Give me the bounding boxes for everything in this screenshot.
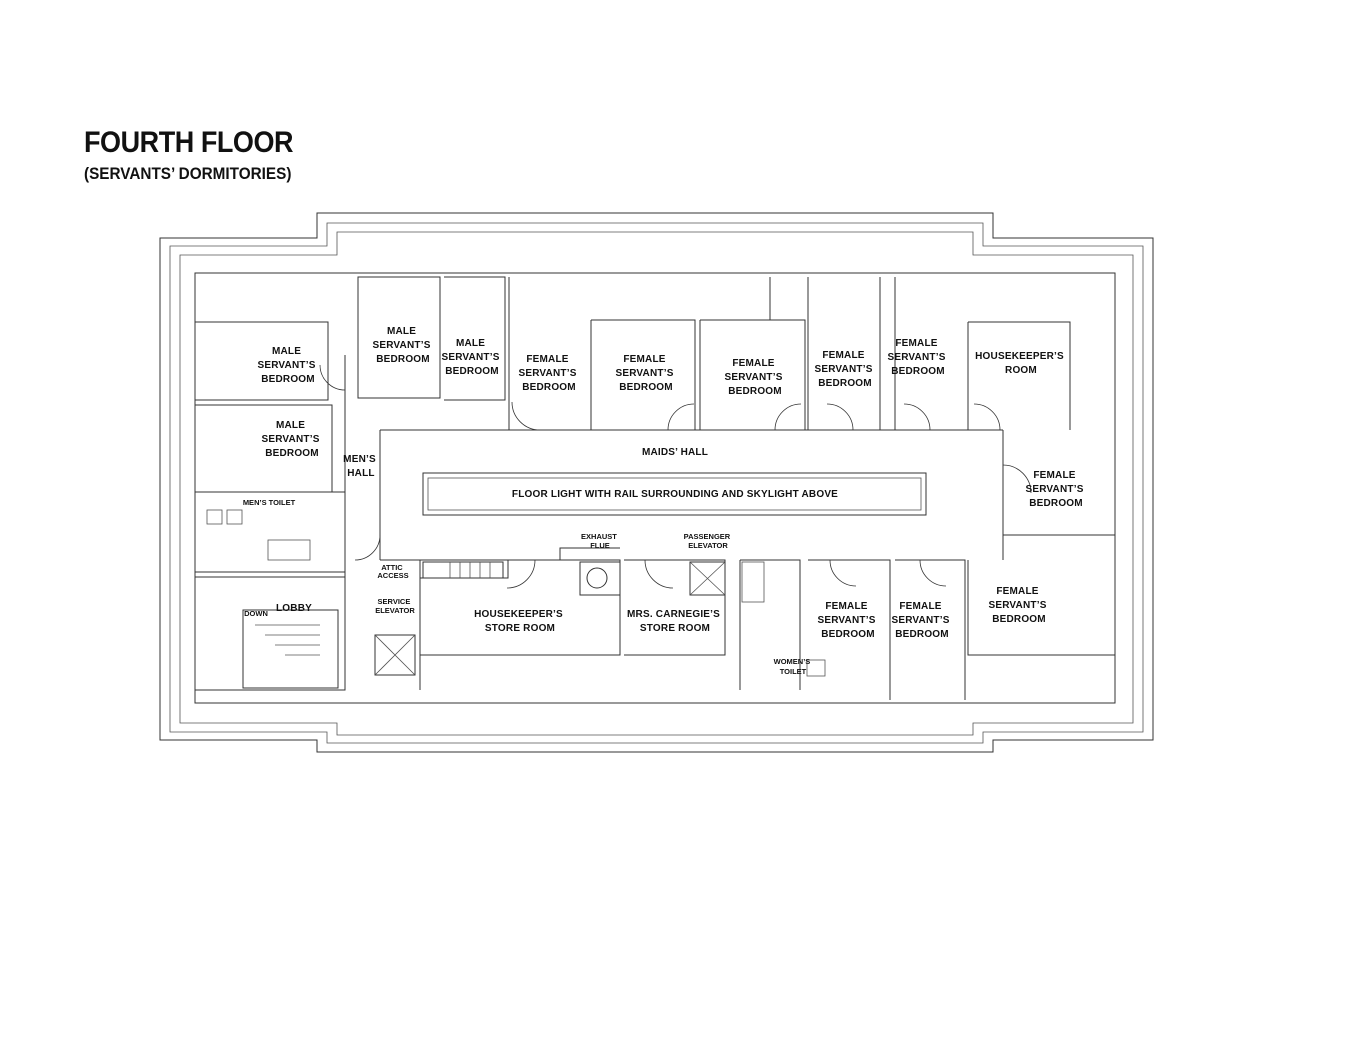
doors	[319, 364, 1032, 589]
label-floor-light: FLOOR LIGHT WITH RAIL SURROUNDING AND SK…	[512, 489, 838, 500]
label-male-bedroom-4: MALE SERVANT’S BEDROOM	[441, 338, 502, 377]
fixtures	[206, 509, 826, 689]
label-maids-hall: MAIDS’ HALL	[642, 447, 708, 458]
label-womens-toilet: WOMEN’S TOILET	[774, 657, 813, 676]
label-carnegie-store-room: MRS. CARNEGIE’S STORE ROOM	[627, 609, 723, 634]
label-female-bedroom-5: FEMALE SERVANT’S BEDROOM	[887, 338, 948, 377]
label-female-bedroom-7: FEMALE SERVANT’S BEDROOM	[988, 586, 1049, 625]
label-down: DOWN	[244, 609, 268, 618]
label-passenger-elevator: PASSENGER ELEVATOR	[684, 532, 733, 550]
label-male-bedroom-3: MALE SERVANT’S BEDROOM	[372, 326, 433, 365]
label-male-bedroom-1: MALE SERVANT’S BEDROOM	[257, 346, 318, 385]
room-labels: MALE SERVANT’S BEDROOM MALE SERVANT’S BE…	[243, 326, 1086, 676]
label-housekeepers-room: HOUSEKEEPER’S ROOM	[975, 351, 1067, 376]
label-exhaust-flue: EXHAUST FLUE	[581, 532, 619, 550]
exterior-walls	[159, 212, 1154, 753]
label-housekeepers-store-room: HOUSEKEEPER’S STORE ROOM	[474, 609, 566, 634]
label-female-bedroom-1: FEMALE SERVANT’S BEDROOM	[518, 354, 579, 393]
label-mens-toilet: MEN’S TOILET	[243, 498, 296, 507]
label-female-bedroom-9: FEMALE SERVANT’S BEDROOM	[891, 601, 952, 640]
floor-light	[422, 472, 927, 516]
label-female-bedroom-4: FEMALE SERVANT’S BEDROOM	[814, 350, 875, 389]
label-female-bedroom-2: FEMALE SERVANT’S BEDROOM	[615, 354, 676, 393]
label-female-bedroom-3: FEMALE SERVANT’S BEDROOM	[724, 358, 785, 397]
label-female-bedroom-8: FEMALE SERVANT’S BEDROOM	[817, 601, 878, 640]
label-attic-access: ATTIC ACCESS	[377, 563, 408, 580]
label-lobby: LOBBY	[276, 603, 312, 614]
label-mens-hall: MEN’S HALL	[343, 454, 379, 479]
page-subtitle: (SERVANTS’ DORMITORIES)	[84, 164, 292, 183]
page-title: FOURTH FLOOR	[84, 126, 294, 159]
label-male-bedroom-2: MALE SERVANT’S BEDROOM	[261, 420, 322, 459]
label-service-elevator: SERVICE ELEVATOR	[375, 597, 415, 615]
label-female-bedroom-6: FEMALE SERVANT’S BEDROOM	[1025, 470, 1086, 509]
